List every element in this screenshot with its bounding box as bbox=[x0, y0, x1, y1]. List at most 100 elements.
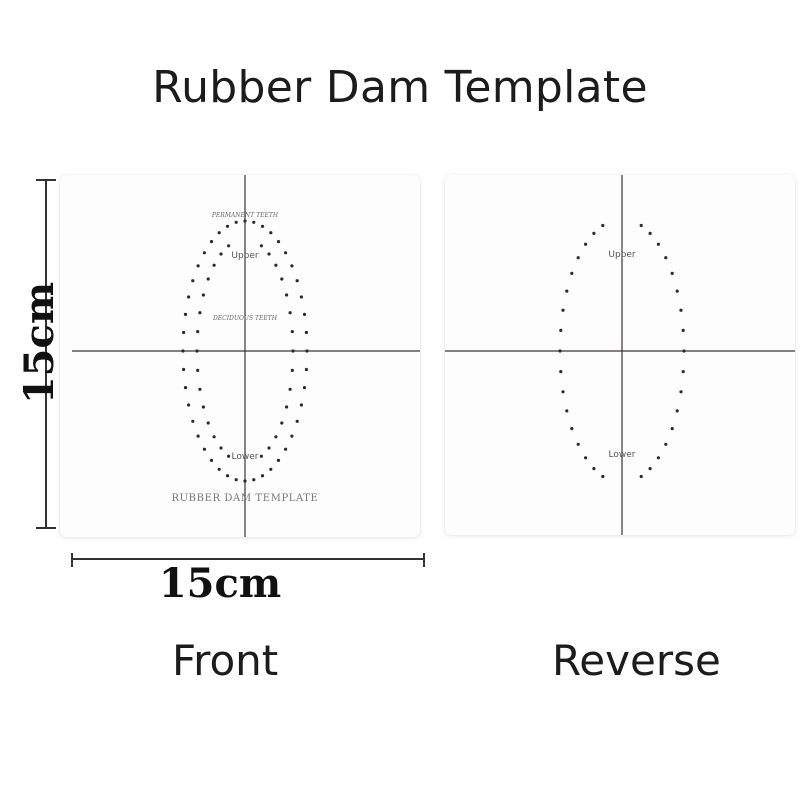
tooth-dot bbox=[682, 349, 686, 353]
tooth-dot bbox=[290, 330, 294, 334]
tooth-dot bbox=[206, 277, 210, 281]
tooth-dot bbox=[252, 478, 256, 482]
tooth-dot bbox=[217, 231, 221, 235]
tooth-dot bbox=[209, 240, 214, 244]
tooth-dot bbox=[670, 427, 674, 431]
tooth-dot bbox=[225, 224, 230, 228]
tooth-dot bbox=[648, 467, 652, 471]
tooth-dot bbox=[285, 293, 289, 297]
tooth-dot bbox=[559, 370, 563, 374]
front-template-card: PERMANENT TEETH Upper DECIDUOUS TEETH Lo… bbox=[60, 175, 420, 537]
tooth-dot bbox=[219, 446, 223, 450]
tooth-dot bbox=[570, 427, 574, 431]
tooth-dot bbox=[565, 289, 569, 293]
tooth-dot bbox=[198, 311, 202, 315]
permanent-teeth-label: PERMANENT TEETH bbox=[211, 212, 279, 219]
tooth-dot bbox=[670, 271, 674, 275]
tooth-dot bbox=[259, 244, 263, 248]
tooth-dot bbox=[196, 264, 200, 268]
tooth-dot bbox=[561, 390, 565, 394]
tooth-dot bbox=[195, 349, 199, 353]
tooth-dot bbox=[559, 328, 563, 332]
tooth-dot bbox=[679, 308, 683, 312]
tooth-dot bbox=[269, 231, 273, 235]
tooth-dot bbox=[187, 295, 191, 299]
tooth-dot bbox=[181, 349, 185, 353]
tooth-dot bbox=[675, 409, 679, 413]
tooth-dot bbox=[295, 279, 299, 283]
tooth-dot bbox=[274, 435, 278, 439]
tooth-dot bbox=[299, 403, 303, 407]
tooth-dot bbox=[288, 311, 292, 315]
tooth-dot bbox=[592, 467, 596, 471]
tooth-dot bbox=[565, 409, 569, 413]
tooth-dot bbox=[284, 251, 288, 255]
tooth-dot bbox=[601, 474, 605, 479]
tooth-dot bbox=[269, 467, 273, 471]
tooth-dot bbox=[212, 435, 216, 439]
tooth-dot bbox=[267, 446, 271, 450]
tooth-dot bbox=[274, 263, 278, 267]
tooth-dot bbox=[276, 458, 281, 462]
tooth-dot bbox=[182, 367, 186, 372]
tooth-dot bbox=[639, 223, 643, 228]
upper-label: Upper bbox=[608, 250, 636, 260]
tooth-dot bbox=[183, 386, 188, 390]
tooth-dot bbox=[299, 295, 303, 299]
reverse-tooth-dots bbox=[558, 223, 686, 479]
front-template-drawing: PERMANENT TEETH Upper DECIDUOUS TEETH Lo… bbox=[72, 175, 420, 537]
tooth-dot bbox=[302, 312, 307, 316]
tooth-dot bbox=[284, 447, 288, 451]
tooth-dot bbox=[681, 370, 685, 374]
tooth-dot bbox=[570, 271, 574, 275]
width-dimension-line bbox=[71, 553, 425, 567]
tooth-dot bbox=[196, 368, 200, 372]
tooth-dot bbox=[276, 240, 281, 244]
tooth-dot bbox=[675, 289, 679, 293]
tooth-dot bbox=[290, 264, 294, 268]
page-title: Rubber Dam Template bbox=[152, 62, 648, 113]
tooth-dot bbox=[191, 419, 195, 423]
reverse-template-drawing: Upper Lower bbox=[445, 175, 795, 535]
tooth-dot bbox=[291, 349, 295, 353]
deciduous-teeth-label: DECIDUOUS TEETH bbox=[212, 315, 278, 322]
tooth-dot bbox=[202, 251, 206, 255]
tooth-dot bbox=[584, 456, 588, 460]
height-dimension-line bbox=[36, 179, 56, 529]
front-caption: Front bbox=[172, 636, 279, 685]
front-tooth-dots bbox=[181, 219, 309, 483]
tooth-dot bbox=[280, 421, 284, 425]
tooth-dot bbox=[576, 442, 580, 446]
tooth-dot bbox=[290, 368, 294, 372]
tooth-dot bbox=[639, 474, 643, 479]
lower-label: Lower bbox=[609, 450, 636, 460]
tooth-dot bbox=[259, 454, 263, 458]
tooth-dot bbox=[561, 308, 565, 312]
tooth-dot bbox=[304, 367, 308, 372]
tooth-dot bbox=[227, 244, 231, 248]
tooth-dot bbox=[260, 474, 265, 478]
tooth-dot bbox=[234, 478, 238, 482]
tooth-dot bbox=[217, 467, 221, 471]
reverse-template-card: Upper Lower bbox=[445, 175, 795, 535]
tooth-dot bbox=[243, 479, 247, 483]
tooth-dot bbox=[656, 456, 660, 460]
width-dimension-label: 15cm bbox=[158, 560, 282, 607]
tooth-dot bbox=[191, 279, 195, 283]
tooth-dot bbox=[267, 252, 271, 256]
tooth-dot bbox=[558, 349, 562, 353]
tooth-dot bbox=[201, 293, 205, 297]
tooth-dot bbox=[202, 447, 206, 451]
tooth-dot bbox=[592, 231, 596, 235]
tooth-dot bbox=[285, 405, 289, 409]
tooth-dot bbox=[664, 256, 668, 260]
height-dimension-label: 15cm bbox=[16, 281, 63, 405]
tooth-dot bbox=[648, 231, 652, 235]
tooth-dot bbox=[584, 242, 588, 246]
tooth-dot bbox=[227, 454, 231, 458]
tooth-dot bbox=[182, 330, 186, 335]
tooth-dot bbox=[656, 242, 660, 246]
tooth-dot bbox=[206, 421, 210, 425]
tooth-dot bbox=[196, 434, 200, 438]
tooth-dot bbox=[234, 220, 238, 224]
